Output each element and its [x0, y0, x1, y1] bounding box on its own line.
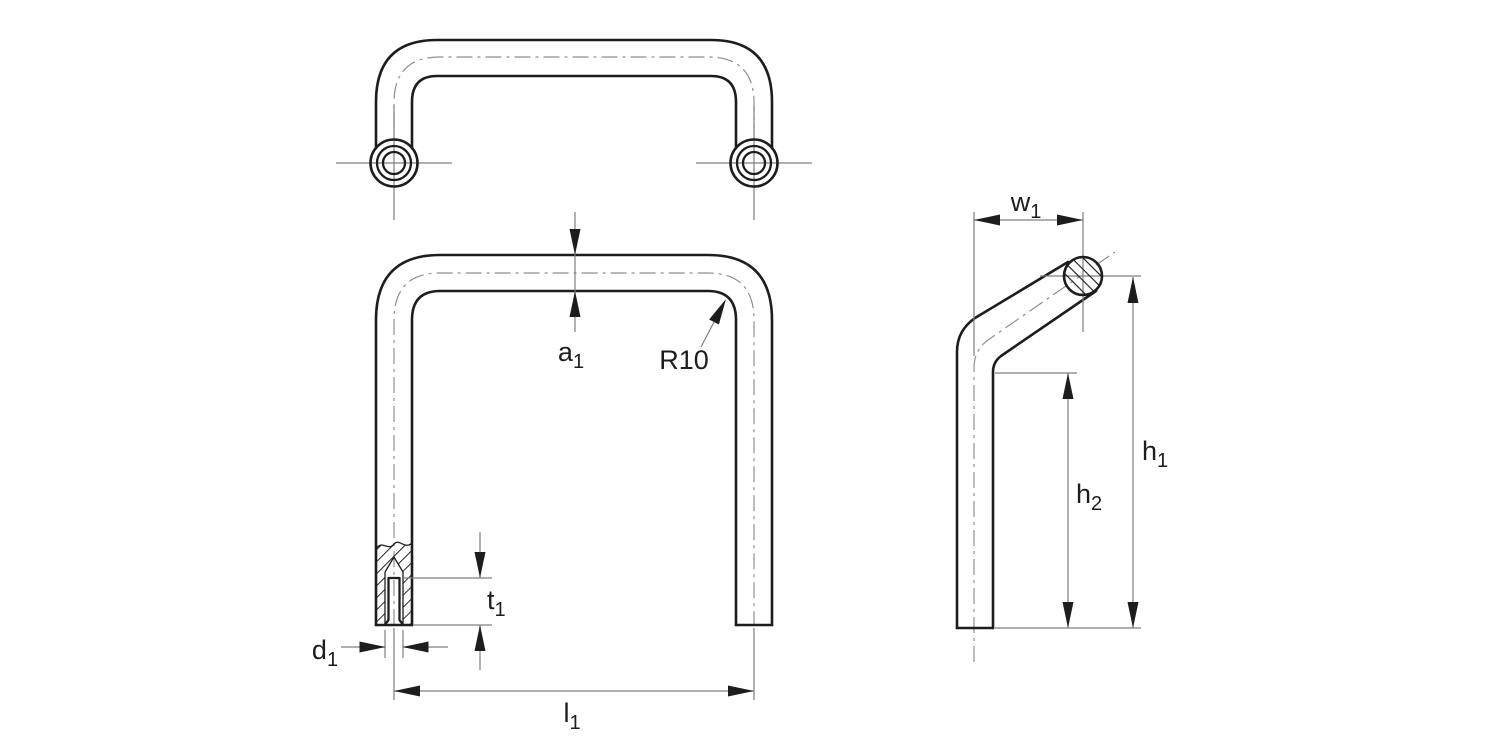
arrowhead-up: [474, 625, 486, 651]
top-view-outer-outline: [374, 38, 774, 150]
side-view: w1 h2 h1: [955, 187, 1168, 662]
arrowhead-up: [1127, 277, 1139, 303]
label-r10: R10: [659, 345, 709, 375]
local-section-tapped-hole: [375, 541, 413, 626]
arrowhead-down: [1062, 602, 1074, 628]
dimension-d1: d1: [312, 630, 448, 671]
tube-end-outer-circle: [369, 138, 419, 188]
side-view-upper-outline: [955, 260, 1070, 630]
tube-end-left: [336, 106, 452, 220]
arrowhead-left: [974, 214, 1000, 226]
arrowhead-down: [1127, 602, 1139, 628]
dimension-w1: w1: [973, 187, 1083, 356]
tapped-hole-circle: [741, 150, 767, 176]
label-a1: a1: [558, 337, 584, 373]
arrowhead-right: [728, 685, 754, 697]
tube-section-hatching: [1064, 257, 1102, 295]
label-d1: d1: [312, 635, 338, 671]
dimension-a1: a1: [558, 212, 584, 373]
tube-section-circle: [1062, 255, 1104, 297]
label-w1: w1: [1010, 187, 1042, 223]
top-view-inner-outline: [410, 74, 738, 150]
front-view-centerline: [393, 272, 755, 625]
front-view-inner-outline: [410, 289, 738, 627]
side-view-lower-outline: [991, 289, 1098, 630]
label-t1: t1: [487, 585, 506, 621]
dimension-t1: t1: [404, 532, 506, 670]
arrowhead-up: [569, 291, 581, 317]
arrowhead-up: [1062, 373, 1074, 399]
arrowhead-down: [569, 229, 581, 255]
dimension-h2: h2: [995, 372, 1102, 628]
label-h2: h2: [1076, 479, 1102, 515]
label-h1: h1: [1142, 436, 1168, 472]
tube-end-middle-circle: [735, 144, 773, 182]
top-view-centerline: [393, 56, 755, 128]
side-view-centerline-extension: [1095, 251, 1116, 266]
tube-end-right: [696, 106, 812, 220]
tapped-hole-bore: [383, 576, 405, 626]
leader-line: [700, 321, 715, 348]
tube-end-middle-circle: [375, 144, 413, 182]
dimension-l1: l1: [393, 628, 755, 734]
arrowhead-left: [402, 641, 429, 653]
front-view-outer-outline: [374, 253, 774, 627]
arrowhead-down: [474, 552, 486, 578]
leader-arrowhead: [709, 299, 726, 325]
side-view-centerline: [973, 276, 1080, 662]
sectioned-tube-end: [1040, 212, 1141, 332]
top-view: [336, 38, 812, 220]
arrowhead-right: [359, 641, 386, 653]
arrowhead-left: [394, 685, 420, 697]
radius-callout-r10: R10: [659, 299, 726, 375]
label-l1: l1: [563, 698, 580, 734]
section-break-line: [375, 541, 413, 550]
front-view: a1 R10 t1 d1: [312, 212, 774, 734]
thread-entry-cone: [384, 555, 404, 573]
arrowhead-right: [1057, 214, 1083, 226]
tube-end-outer-circle: [729, 138, 779, 188]
tapped-hole-circle: [381, 150, 407, 176]
dimension-h1: h1: [995, 277, 1168, 629]
